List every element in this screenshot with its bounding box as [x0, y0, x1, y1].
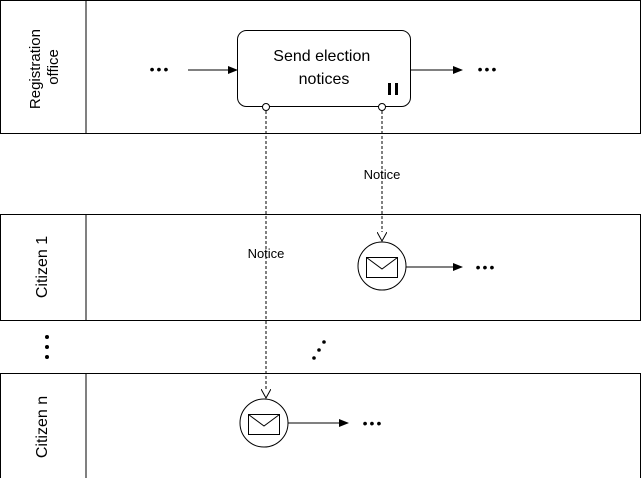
ellipsis-citizen-n: ••• [363, 415, 384, 431]
envelope-icon [248, 414, 280, 435]
pool-label-citizen-1: Citizen 1 [34, 236, 51, 298]
ellipsis-reg-left: ••• [150, 61, 171, 77]
diagonal-ellipsis [312, 340, 326, 360]
task-send-election-notices[interactable]: Send election notices [237, 30, 411, 107]
message-flow-citizen-1: Notice [364, 103, 401, 242]
pool-citizen-1: Citizen 1 [0, 214, 641, 321]
task-label: Send election notices [273, 48, 374, 88]
pool-label-citizen-n: Citizen n [34, 396, 51, 458]
pool-citizen-n: Citizen n [0, 373, 641, 478]
ellipsis-citizen-1: ••• [476, 259, 497, 275]
message-start-event-citizen-1[interactable] [357, 241, 407, 291]
message-start-event-citizen-n[interactable] [239, 398, 289, 448]
message-flow-label-citizen-1: Notice [364, 167, 401, 182]
envelope-icon [366, 257, 398, 278]
ellipsis-reg-right: ••• [478, 61, 499, 77]
pool-label-registration-office: Registration office [27, 25, 62, 109]
parallel-multi-instance-marker-icon [388, 83, 398, 95]
message-flow-citizen-n: Notice [248, 103, 285, 399]
message-flow-label-citizen-n: Notice [248, 246, 285, 261]
pools-vertical-ellipsis [45, 335, 49, 359]
